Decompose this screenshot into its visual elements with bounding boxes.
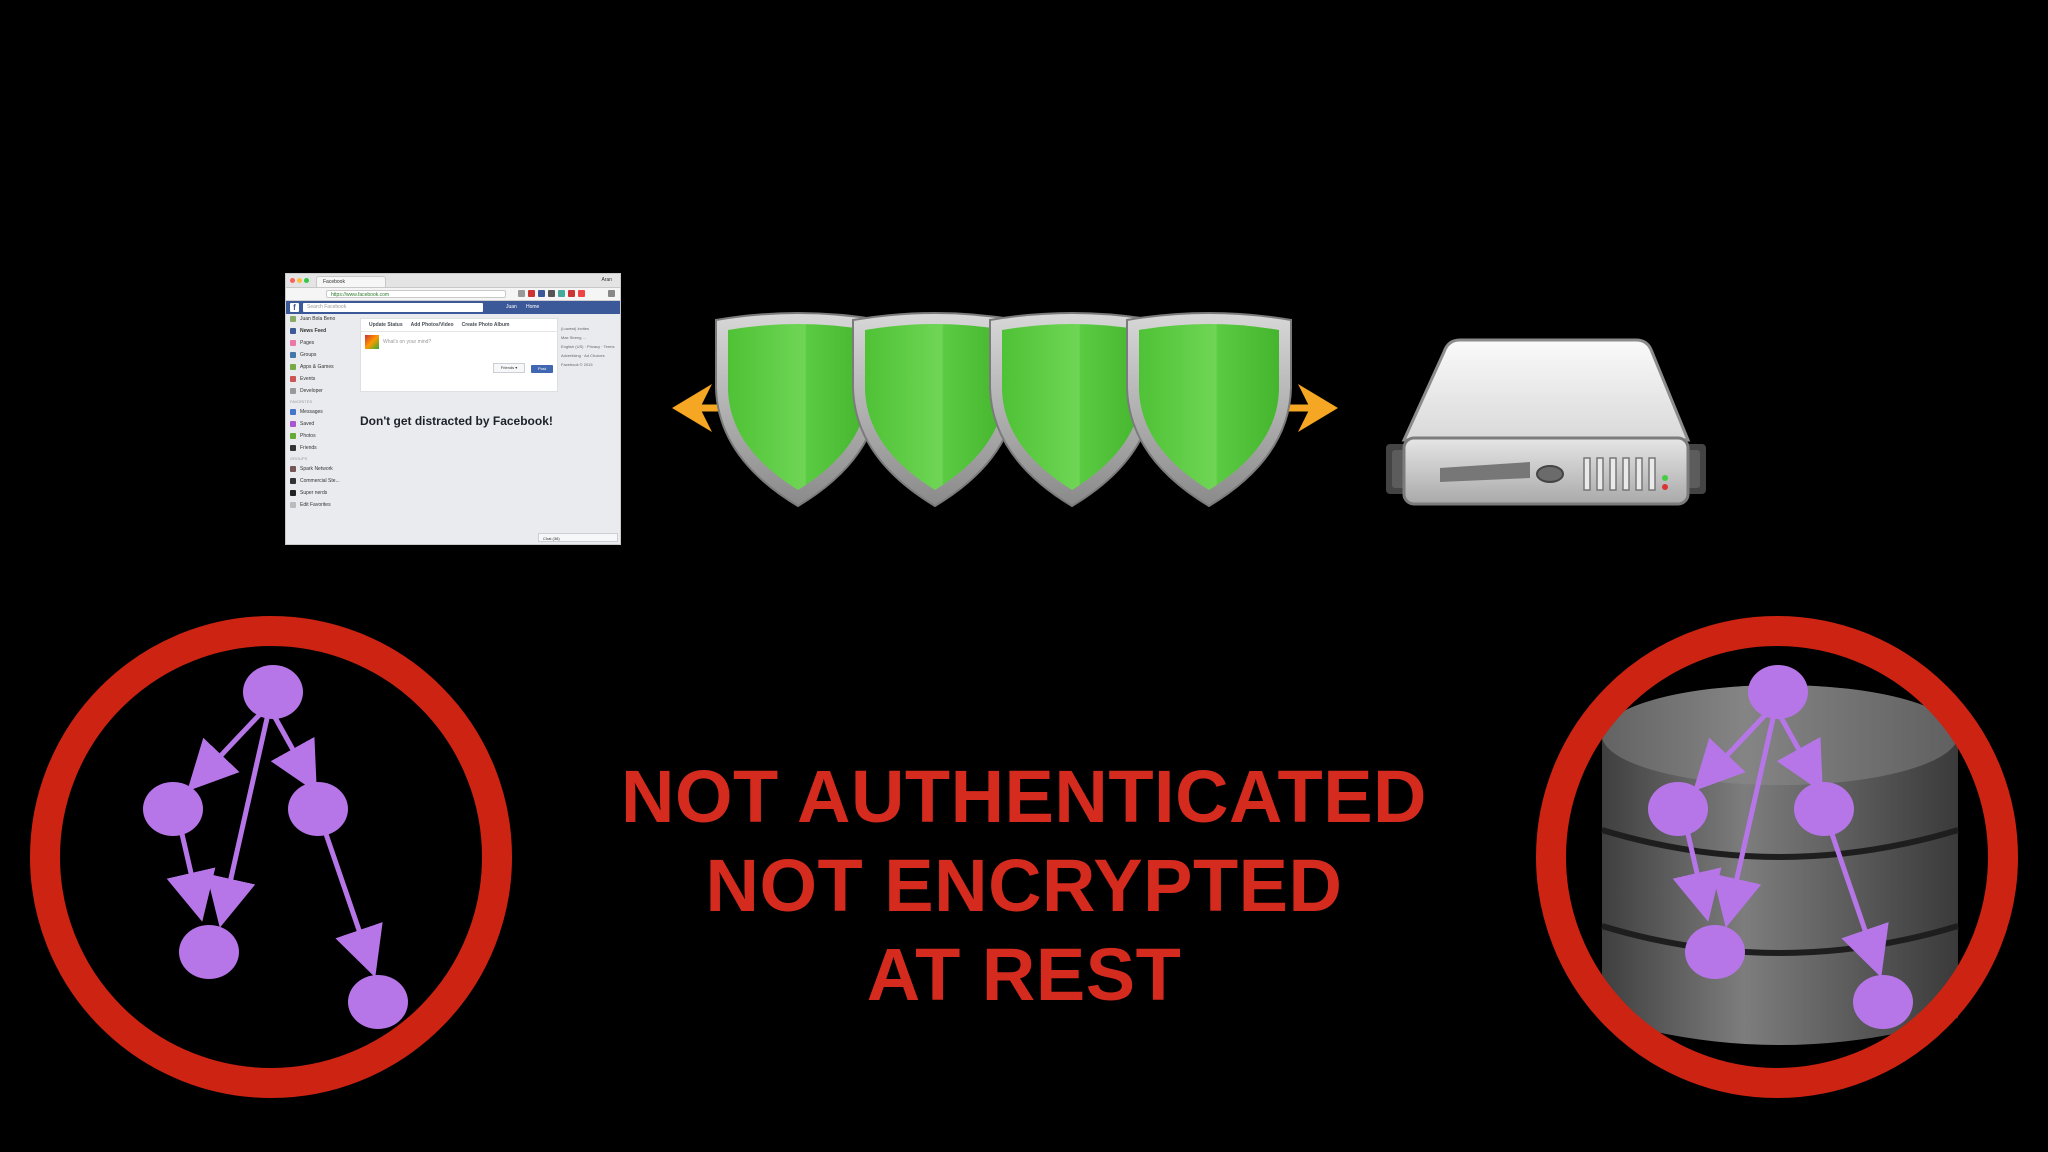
address-bar: https://www.facebook.com: [286, 288, 620, 301]
avatar: [365, 335, 379, 349]
facebook-left-nav: Juan Bola Beno News Feed Pages Groups Ap…: [290, 316, 340, 508]
graph-icon: [30, 616, 512, 1098]
facebook-composer: Update Status Add Photos/Video Create Ph…: [360, 318, 558, 392]
facebook-logo-icon: f: [290, 303, 299, 312]
server-icon: [1386, 338, 1706, 506]
maximize-dot-icon: [304, 278, 309, 283]
url-field: https://www.facebook.com: [326, 290, 506, 298]
facebook-search: Search Facebook: [303, 303, 483, 312]
caption: NOT AUTHENTICATED NOT ENCRYPTED AT REST: [524, 752, 1524, 1019]
browser-screenshot: Facebook Aran https://www.facebook.com f…: [285, 273, 621, 545]
nav-name: Juan: [506, 304, 517, 310]
chat-bar: Chat (38): [538, 533, 618, 542]
shield-icon: [715, 312, 1292, 507]
browser-user-tag: Aran: [601, 277, 612, 283]
facebook-header: f Search Facebook Juan Home: [286, 301, 620, 314]
browser-chrome: Facebook Aran: [286, 274, 620, 288]
facebook-headline: Don't get distracted by Facebook!: [360, 414, 553, 428]
caption-line-2: NOT ENCRYPTED: [705, 844, 1343, 927]
caption-line-1: NOT AUTHENTICATED: [621, 755, 1427, 838]
browser-tab: Facebook: [316, 276, 386, 287]
graph-icon: [1536, 616, 2018, 1098]
caption-line-3: AT REST: [866, 933, 1182, 1016]
nav-home: Home: [526, 304, 540, 310]
close-dot-icon: [290, 278, 295, 283]
minimize-dot-icon: [297, 278, 302, 283]
facebook-right-column: (Lowest) Invites Max Streng ... English …: [561, 326, 615, 367]
